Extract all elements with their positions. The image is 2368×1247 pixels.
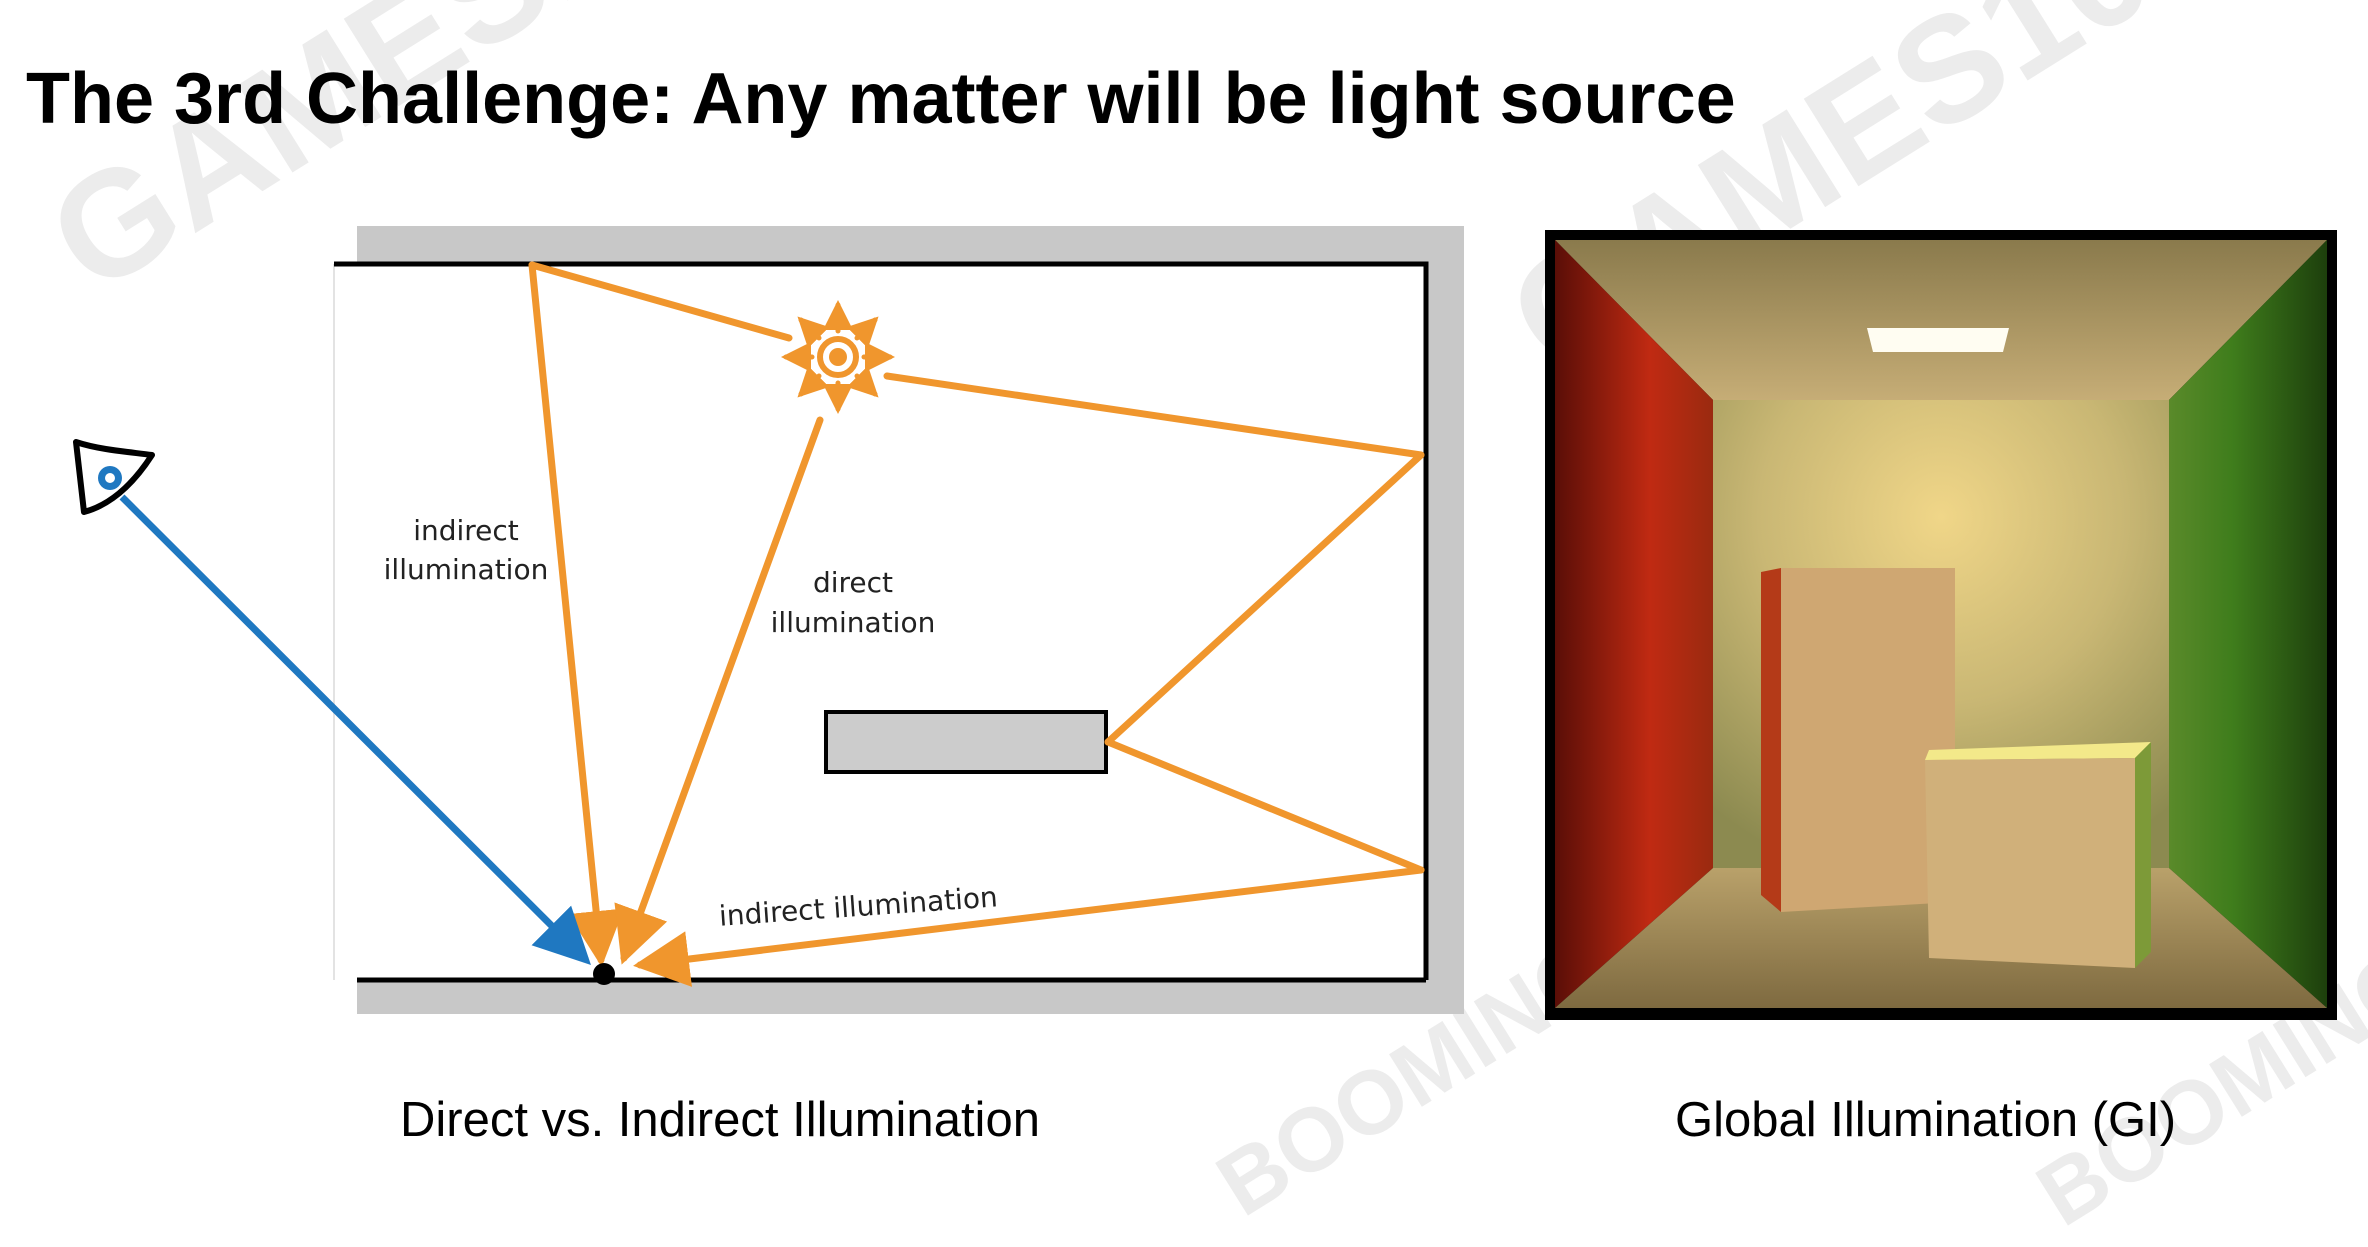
short-block-side: [2135, 742, 2151, 968]
right-wall: [1428, 226, 1464, 1014]
tall-block-side: [1761, 568, 1781, 912]
short-block-front: [1925, 758, 2135, 968]
red-wall: [1555, 240, 1713, 1008]
light-ray: [883, 372, 1425, 459]
eye-icon: [73, 439, 155, 515]
occluder-box: [824, 710, 1108, 774]
indirect-ray-bottom: [633, 866, 1425, 987]
ceiling-light: [1867, 328, 2009, 352]
direct-label-line1: direct: [813, 566, 893, 599]
ceiling: [1555, 240, 2327, 400]
ceiling-wall: [357, 226, 1464, 264]
short-block-top: [1925, 742, 2151, 760]
shading-point: [593, 963, 615, 985]
light-ray: [1104, 738, 1425, 874]
caption-right: Global Illumination (GI): [1675, 1093, 2177, 1147]
indirect-label-line1: indirect: [413, 514, 519, 547]
floor-wall: [357, 978, 1464, 1014]
light-ray: [528, 261, 793, 342]
light-paths: [528, 261, 1425, 987]
view-ray: [119, 494, 591, 965]
green-wall: [2169, 240, 2327, 1008]
indirect-label-line2: illumination: [384, 553, 549, 586]
room-outline: [334, 261, 1429, 980]
direct-label-line2: illumination: [771, 606, 936, 639]
tall-block-front: [1781, 568, 1955, 912]
light-ray: [1104, 451, 1425, 746]
caption-left: Direct vs. Indirect Illumination: [400, 1093, 1040, 1147]
illumination-diagram: indirect illumination direct illuminatio…: [73, 226, 1464, 1014]
indirect-ray-left: [528, 261, 625, 967]
direct-ray: [614, 416, 824, 965]
slide-title: The 3rd Challenge: Any matter will be li…: [26, 59, 1736, 140]
light-source-icon: [781, 300, 895, 414]
cornell-box-image: [1545, 230, 2337, 1020]
